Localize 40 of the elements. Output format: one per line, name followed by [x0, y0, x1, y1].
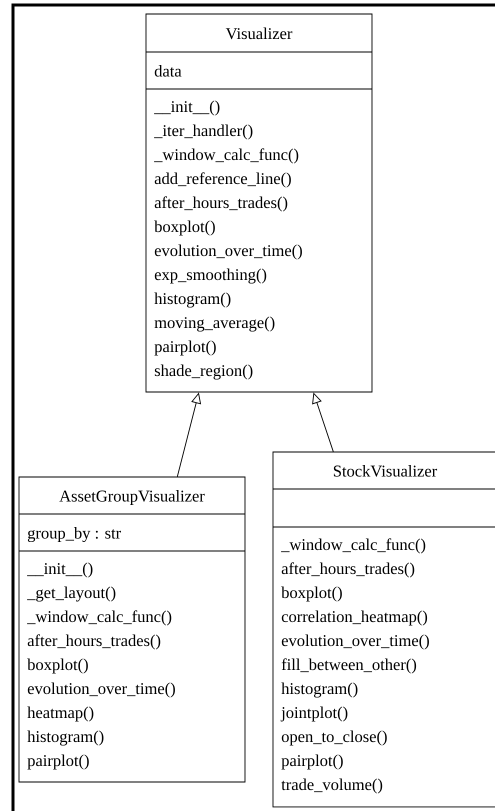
method-text: _window_calc_func() — [154, 148, 298, 164]
method-text: after_hours_trades() — [154, 196, 288, 212]
method-text: evolution_over_time() — [282, 634, 429, 650]
method-text: _iter_handler() — [154, 124, 252, 140]
method-text: correlation_heatmap() — [282, 610, 428, 626]
class-box — [272, 452, 495, 808]
method-text: _window_calc_func() — [281, 538, 426, 554]
method-text: __init__() — [154, 100, 220, 116]
method-text: open_to_close() — [282, 730, 387, 746]
method-text: boxplot() — [27, 658, 88, 674]
method-text: histogram() — [281, 682, 358, 698]
method-text: trade_volume() — [281, 778, 382, 794]
method-text: pairplot() — [27, 754, 89, 770]
method-text: shade_region() — [154, 364, 252, 380]
method-text: _get_layout() — [27, 586, 116, 602]
method-text: exp_smoothing() — [154, 268, 266, 284]
method-text: evolution_over_time() — [28, 682, 175, 698]
class-box — [146, 14, 372, 392]
class-name: AssetGroupVisualizer — [59, 490, 205, 505]
class-name: StockVisualizer — [334, 465, 438, 477]
method-text: evolution_over_time() — [154, 244, 302, 260]
method-text: fill_between_other() — [282, 658, 416, 674]
method-text: add_reference_line() — [154, 172, 291, 188]
method-text: jointplot() — [280, 706, 348, 722]
method-text: pairplot() — [281, 754, 343, 770]
method-text: after_hours_trades() — [28, 634, 160, 650]
method-text: __init__() — [27, 562, 92, 578]
method-text: pairplot() — [154, 340, 216, 356]
method-text: histogram() — [27, 730, 104, 746]
method-text: histogram() — [154, 292, 230, 308]
method-text: boxplot() — [281, 586, 342, 602]
attribute-text: data — [154, 65, 182, 77]
class-name: Visualizer — [226, 28, 292, 40]
method-text: moving_average() — [154, 316, 274, 332]
method-text: after_hours_trades() — [282, 562, 414, 578]
method-text: heatmap() — [27, 706, 94, 722]
attribute-text: group_by : str — [28, 527, 121, 542]
method-text: boxplot() — [154, 220, 215, 236]
class-box — [18, 476, 246, 782]
method-text: _window_calc_func() — [27, 610, 172, 626]
